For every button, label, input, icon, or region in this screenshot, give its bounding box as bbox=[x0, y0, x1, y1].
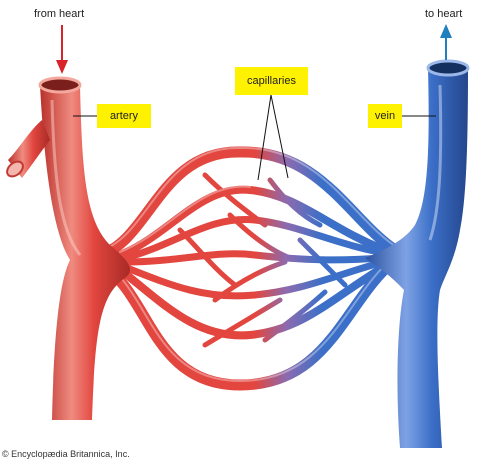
from-heart-label: from heart bbox=[34, 8, 85, 20]
capillary-link-7 bbox=[177, 227, 238, 288]
capillary-branch-1 bbox=[116, 185, 394, 259]
capillary-bottom bbox=[94, 254, 401, 391]
vein-trunk bbox=[365, 68, 468, 448]
vein bbox=[365, 59, 470, 448]
capillary-link-2 bbox=[227, 212, 293, 261]
capillary-highlights bbox=[99, 146, 396, 383]
capillary-link-5 bbox=[267, 177, 323, 228]
vein-top-opening bbox=[426, 59, 470, 77]
flow-in-arrow bbox=[56, 25, 68, 74]
to-heart-label: to heart bbox=[425, 8, 463, 20]
capillary-network bbox=[94, 146, 401, 391]
artery-label: artery bbox=[97, 104, 151, 128]
capillary-link-4 bbox=[202, 297, 283, 348]
flow-out-arrow bbox=[440, 24, 452, 60]
artery bbox=[6, 76, 130, 420]
capillaries-leader-b bbox=[270, 94, 289, 179]
capillary-link-1 bbox=[202, 172, 268, 228]
capillaries-label: capillaries bbox=[235, 67, 308, 95]
capillary-link-3 bbox=[212, 259, 288, 303]
capillary-link-6 bbox=[262, 289, 328, 343]
vein-label: vein bbox=[368, 104, 402, 128]
artery-trunk bbox=[40, 85, 130, 420]
capillary-top bbox=[94, 146, 401, 261]
capillary-branch-5 bbox=[114, 258, 396, 340]
leader-lines bbox=[73, 94, 436, 181]
capillary-link-8 bbox=[297, 237, 348, 288]
artery-top-opening bbox=[38, 76, 82, 94]
capillary-branch-4 bbox=[118, 256, 394, 300]
artery-side-opening bbox=[6, 160, 24, 178]
capillary-branch-3 bbox=[121, 250, 394, 266]
capillaries-leader-a bbox=[257, 94, 272, 181]
copyright-credit: © Encyclopædia Britannica, Inc. bbox=[2, 449, 130, 459]
